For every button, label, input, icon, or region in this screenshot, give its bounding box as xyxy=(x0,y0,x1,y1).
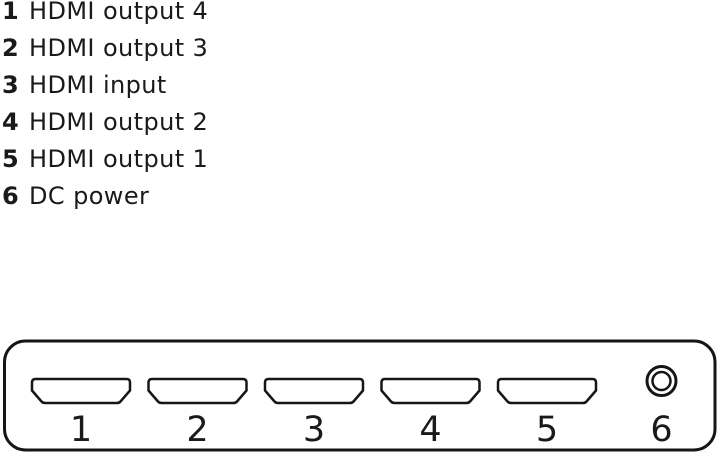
legend-port-number: 3 xyxy=(2,71,20,99)
legend-item: 6 DC power xyxy=(2,178,208,215)
hdmi-port-4 xyxy=(380,377,481,405)
hdmi-port-icon xyxy=(263,377,365,405)
legend-port-label: HDMI output 2 xyxy=(29,108,209,136)
legend-port-number: 1 xyxy=(2,0,20,25)
hdmi-port-icon xyxy=(496,377,598,405)
legend-port-number: 2 xyxy=(2,34,20,62)
hdmi-port-icon xyxy=(147,377,248,405)
port-number-label: 5 xyxy=(536,410,558,450)
port-legend: 1 HDMI output 4 2 HDMI output 3 3 HDMI inpu… xyxy=(2,0,208,215)
dc-jack-inner-ring-icon xyxy=(651,370,672,392)
legend-item: 3 HDMI input xyxy=(2,67,208,104)
port-number-label: 4 xyxy=(419,410,441,450)
legend-port-label: HDMI output 3 xyxy=(29,34,209,62)
port-number-label: 6 xyxy=(650,410,672,450)
port-number-label: 1 xyxy=(70,410,92,450)
legend-port-number: 6 xyxy=(2,182,20,210)
hdmi-port-icon xyxy=(30,377,132,405)
legend-port-number: 5 xyxy=(2,145,20,173)
legend-port-label: DC power xyxy=(29,182,150,210)
legend-item: 1 HDMI output 4 xyxy=(2,0,208,30)
device-outline xyxy=(3,339,717,452)
legend-port-label: HDMI input xyxy=(29,71,167,99)
legend-port-number: 4 xyxy=(2,108,20,136)
dc-jack-outer-ring-icon xyxy=(645,365,678,397)
legend-item: 2 HDMI output 3 xyxy=(2,30,208,67)
dc-power-jack xyxy=(645,365,678,397)
hdmi-port-1 xyxy=(30,377,132,405)
legend-item: 4 HDMI output 2 xyxy=(2,104,208,141)
hdmi-port-5 xyxy=(496,377,598,405)
port-number-label: 3 xyxy=(303,410,325,450)
legend-port-label: HDMI output 1 xyxy=(29,145,209,173)
port-number-label: 2 xyxy=(186,410,208,450)
hdmi-port-2 xyxy=(147,377,248,405)
hdmi-port-3 xyxy=(263,377,365,405)
legend-port-label: HDMI output 4 xyxy=(29,0,209,25)
legend-item: 5 HDMI output 1 xyxy=(2,141,208,178)
hdmi-port-icon xyxy=(380,377,481,405)
